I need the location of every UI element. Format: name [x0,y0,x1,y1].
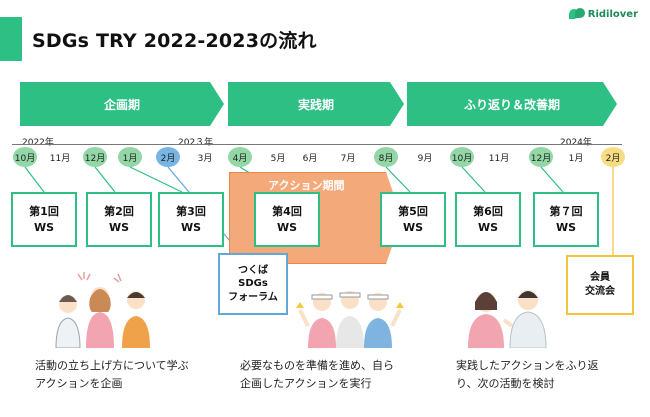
month-label: 10月 [13,147,37,167]
people-cheering-illustration [296,291,404,348]
month-label: 5月 [270,153,286,164]
phase-practice: 実践期 [228,82,404,126]
workshop-2: 第2回 WS [86,192,152,247]
people-discussing-illustration [55,272,150,348]
logo-text: Ridilover [587,8,638,20]
member-line-1: 会員 [590,272,610,283]
workshop-ws: WS [33,220,55,234]
page-title: SDGs TRY 2022-2023の流れ [32,30,317,52]
year-label-2023: 202３年 [178,138,214,148]
workshop-3: 第3回 WS [158,192,224,247]
workshop-ws: WS [477,220,499,234]
workshop-ws: WS [108,220,130,234]
description-line: り、次の活動を検討 [456,376,555,390]
workshop-number: 第1回 [29,205,59,219]
month-label: 4月 [228,147,252,167]
description-line: 必要なものを準備を進め、自ら [240,359,394,372]
title-accent-bar [0,17,22,61]
forum-line-1: つくば [238,264,268,276]
month-label: 1月 [118,147,142,167]
forum-line-3: フォーラム [228,291,278,303]
workshop-ws: WS [180,220,202,234]
month-label: 10月 [450,147,474,167]
workshop-number: 第6回 [473,205,503,219]
month-label: 11月 [488,153,510,164]
month-label: 2月 [601,147,625,167]
month-label: 2月 [156,147,180,167]
workshop-ws: WS [402,220,424,234]
workshop-ws: WS [276,220,298,234]
description-line: 活動の立ち上げ方について学ぶ [35,359,189,372]
description-reflection: 実践したアクションをふり返 り、次の活動を検討 [456,357,598,392]
workshop-6: 第6回 WS [455,192,521,247]
workshop-ws: WS [555,220,577,234]
description-line: アクションを企画 [35,376,123,390]
year-label-2024: 2024年 [560,138,592,148]
workshop-1: 第1回 WS [11,192,77,247]
workshop-5: 第5回 WS [380,192,446,247]
year-label-2022: 2022年 [22,138,54,148]
tsukuba-sdgs-forum-box: つくば SDGs フォーラム [218,253,288,315]
people-talking-illustration [468,290,547,348]
member-exchange-box: 会員 交流会 [566,255,634,315]
workshop-7: 第７回 WS [533,192,599,247]
workshop-number: 第７回 [549,205,583,219]
workshop-number: 第4回 [272,205,302,219]
month-label: 7月 [340,153,356,164]
month-label: 6月 [302,153,318,164]
phase-planning: 企画期 [20,82,224,126]
month-label: 1月 [568,153,584,164]
description-planning: 活動の立ち上げ方について学ぶ アクションを企画 [35,357,189,392]
action-period-label: アクション期間 [268,179,345,192]
description-practice: 必要なものを準備を進め、自ら 企画したアクションを実行 [240,357,394,392]
workshop-number: 第5回 [398,205,428,219]
forum-line-2: SDGs [238,278,268,290]
workshop-4: 第4回 WS [254,192,320,247]
logo: Ridilover [568,8,638,20]
workshop-number: 第2回 [104,205,134,219]
workshop-number: 第3回 [176,205,206,219]
speech-bubble-logo-icon [568,8,585,20]
month-label: 8月 [374,147,398,167]
month-label: 9月 [417,153,433,164]
month-label: 11月 [49,153,71,164]
description-line: 企画したアクションを実行 [240,376,372,390]
member-line-2: 交流会 [585,286,615,297]
month-label: 12月 [83,147,107,167]
description-line: 実践したアクションをふり返 [456,359,599,372]
timeline-axis [12,144,622,145]
month-label: 3月 [197,153,213,164]
month-label: 12月 [529,147,553,167]
phase-reflection: ふり返り＆改善期 [407,82,617,126]
